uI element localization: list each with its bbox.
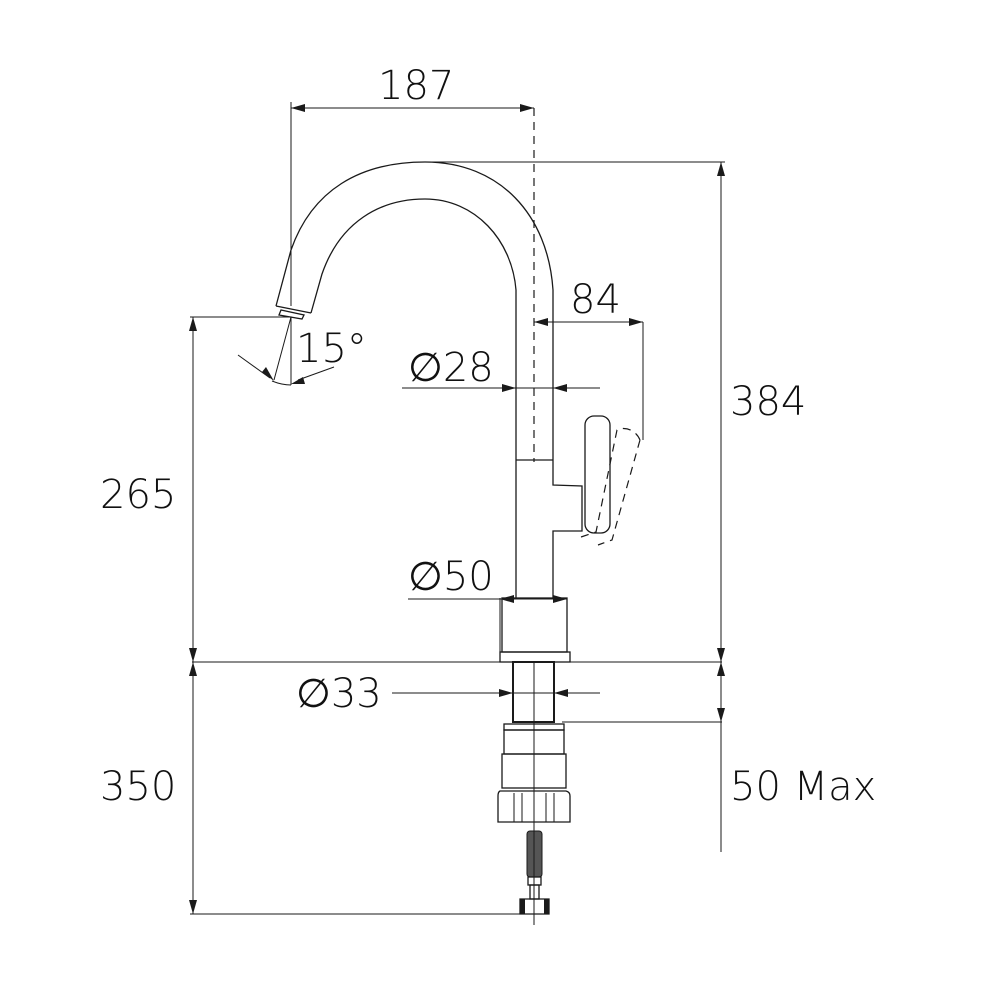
dimension-body-diameter: ∅50 (408, 554, 568, 652)
body-diameter-label: ∅50 (408, 554, 494, 600)
handle (584, 415, 611, 534)
counter-thickness-label: 50 Max (730, 764, 876, 810)
spout-aerator (275, 305, 312, 314)
dimension-spout-angle: 15° (237, 316, 367, 386)
dimension-counter-thickness: 50 Max (717, 662, 876, 852)
body-base (501, 597, 568, 653)
dimension-total-height: 384 (425, 161, 806, 662)
dimension-handle-offset: 84 (534, 277, 644, 440)
faucet-body (192, 161, 722, 915)
nut-shade (520, 899, 525, 914)
locknut-knurled (497, 790, 571, 823)
spout-diameter-label: ∅28 (408, 345, 494, 391)
aerator-nozzle (278, 309, 305, 320)
dimension-hose-length: 350 (100, 662, 522, 915)
handle-alt-position-icon (577, 427, 641, 546)
shank-diameter-label: ∅33 (296, 671, 382, 717)
spout-height-label: 265 (100, 472, 176, 518)
spout-inner-edge (310, 198, 517, 462)
nut-shade (544, 899, 549, 914)
base-flange (499, 651, 571, 663)
dimension-spout-reach: 187 (290, 63, 534, 306)
hose-length-label: 350 (100, 764, 176, 810)
handle-offset-label: 84 (570, 277, 621, 323)
body-outline (515, 462, 583, 598)
total-height-label: 384 (730, 379, 806, 425)
spout-reach-label: 187 (378, 63, 454, 109)
spout-angle-label: 15° (296, 326, 367, 372)
dimension-spout-height: 265 (100, 316, 292, 662)
spout-outer-edge (275, 161, 554, 462)
dimension-shank-diameter: ∅33 (296, 671, 600, 717)
dimension-spout-diameter: ∅28 (402, 345, 600, 392)
